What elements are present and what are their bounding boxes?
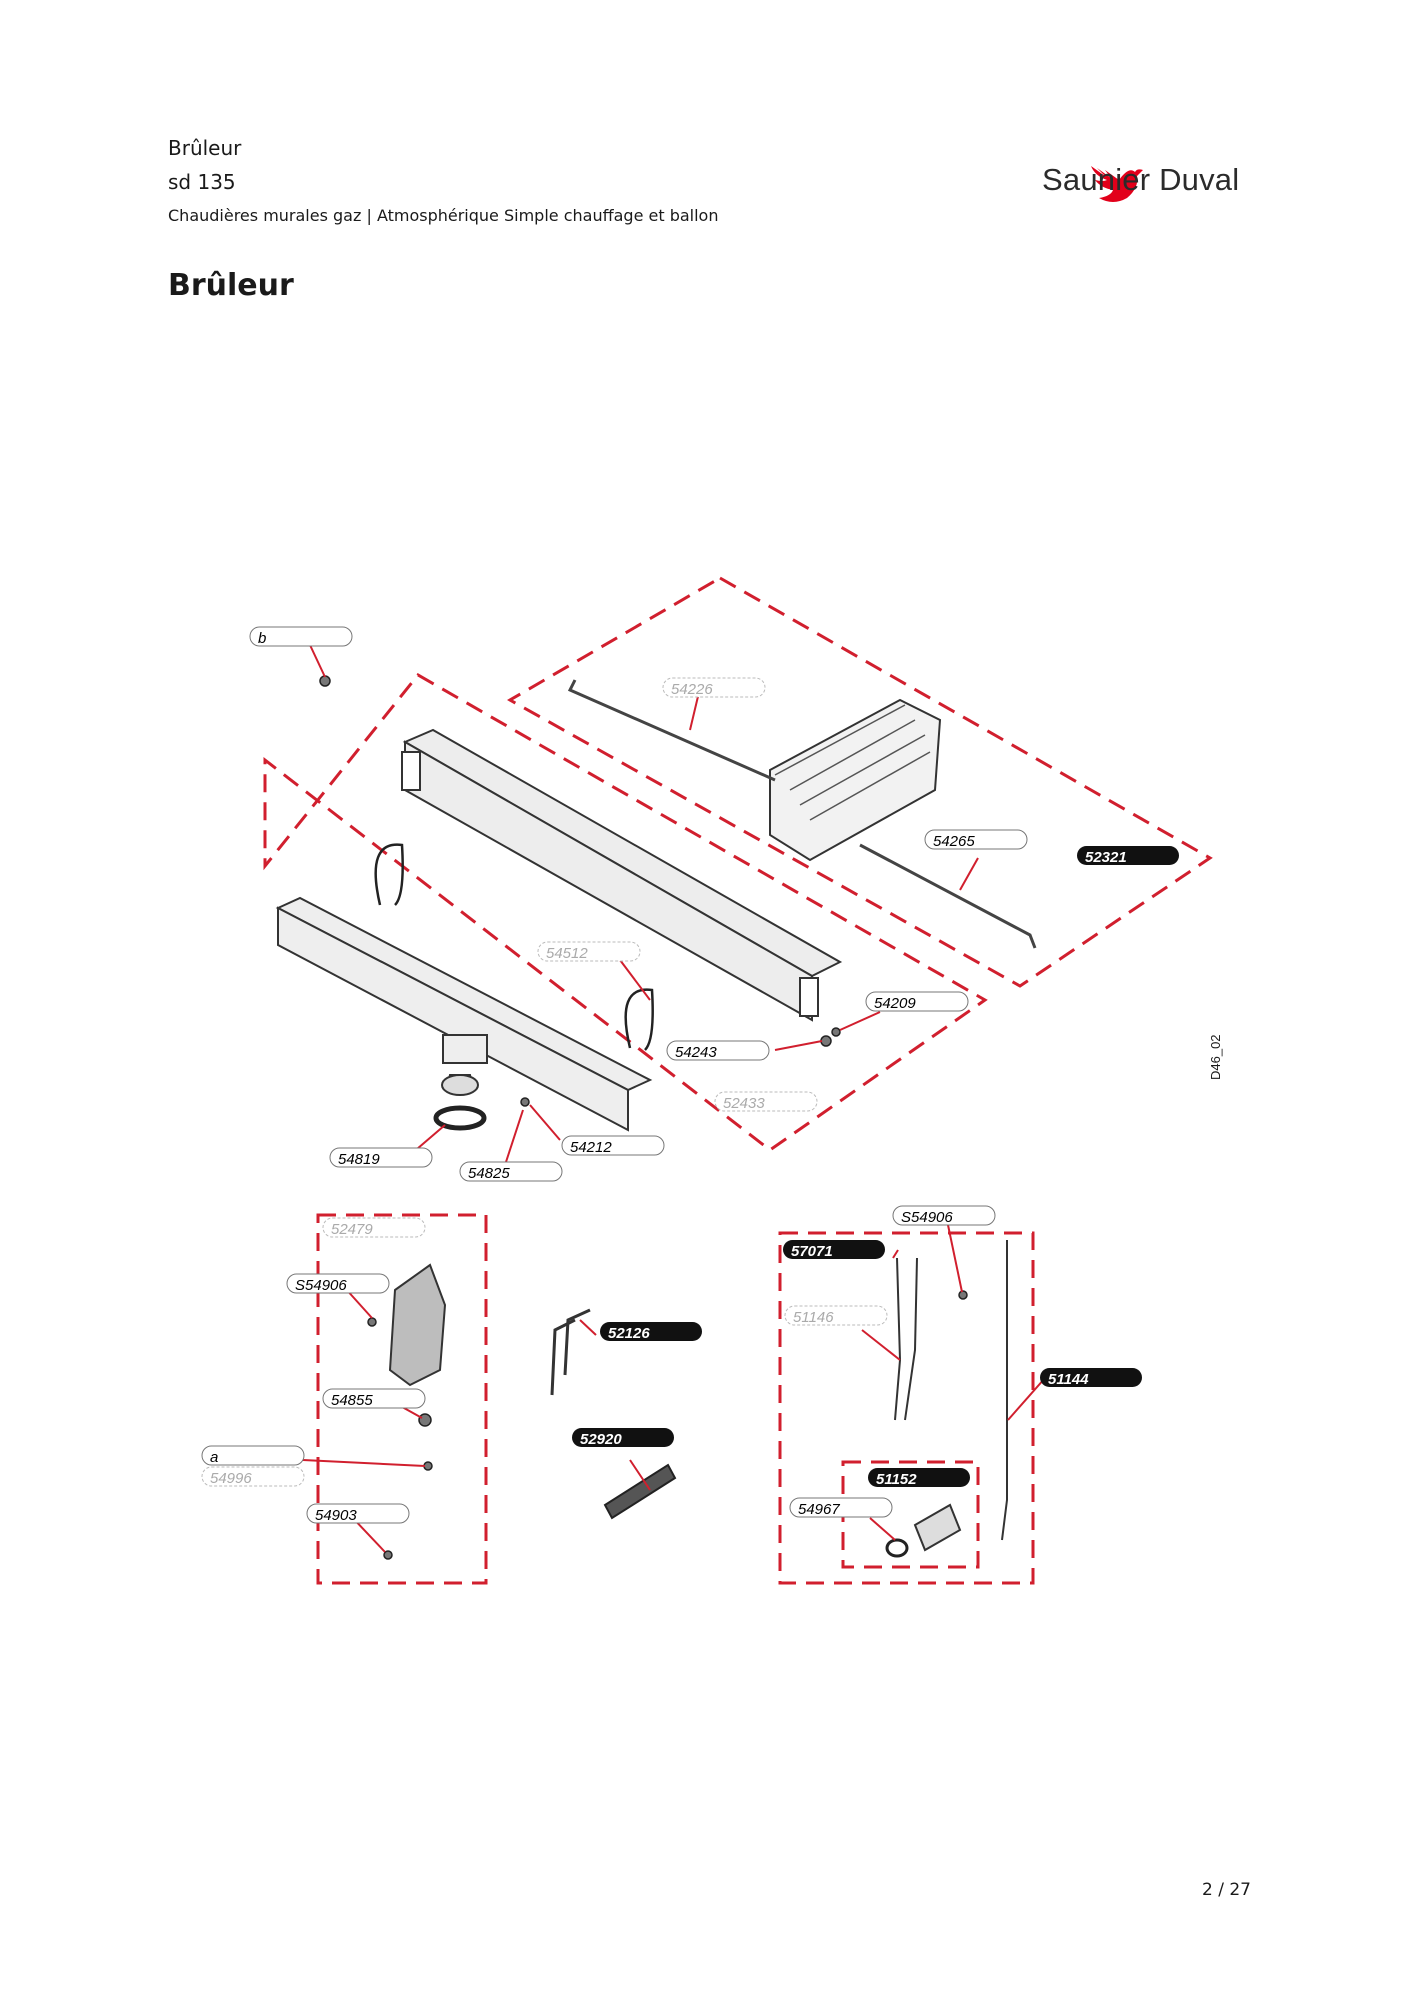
callout-b: b [249, 626, 353, 647]
gas-valve-icon [388, 1263, 447, 1387]
callout-54212: 54212 [561, 1135, 665, 1156]
screw-54903-icon [383, 1550, 393, 1560]
screw-54243-icon [820, 1035, 832, 1047]
red-bird-logo-icon [1091, 166, 1143, 202]
o-ring-icon [885, 1538, 909, 1558]
screw-54209-icon [831, 1027, 841, 1037]
callout-54825: 54825 [459, 1161, 563, 1182]
callout-52479: 52479 [322, 1217, 426, 1238]
cable-57071-icon [894, 1257, 918, 1421]
callout-51144: 51144 [1040, 1368, 1142, 1388]
svg-text:52126: 52126 [608, 1325, 650, 1342]
svg-text:54243: 54243 [675, 1044, 717, 1061]
svg-text:51144: 51144 [1048, 1371, 1089, 1388]
svg-text:54265: 54265 [933, 833, 975, 850]
callout-54226: 54226 [662, 677, 766, 698]
svg-text:51152: 51152 [876, 1471, 917, 1488]
callout-a: a [201, 1445, 305, 1466]
callout-51146: 51146 [784, 1305, 888, 1326]
rod-54226-icon [567, 679, 776, 782]
heat-exchanger-icon [769, 698, 942, 862]
svg-text:54512: 54512 [546, 945, 588, 962]
pilot-injector-icon [913, 1503, 962, 1552]
page-number: 2 / 27 [1202, 1880, 1251, 1900]
svg-text:52920: 52920 [580, 1431, 622, 1448]
callout-s54906-right: S54906 [892, 1205, 996, 1226]
callout-52126: 52126 [600, 1322, 702, 1342]
screw-s54906b-icon [958, 1290, 968, 1300]
svg-text:52479: 52479 [331, 1221, 373, 1238]
callout-54819: 54819 [329, 1147, 433, 1168]
svg-text:54209: 54209 [874, 995, 916, 1012]
callout-54265: 54265 [924, 829, 1028, 850]
callout-51152: 51152 [868, 1468, 970, 1488]
callout-52920: 52920 [572, 1428, 674, 1448]
svg-text:51146: 51146 [793, 1309, 834, 1326]
header-model: sd 135 [168, 170, 236, 194]
callout-52321: 52321 [1077, 846, 1179, 866]
svg-text:54903: 54903 [315, 1507, 357, 1524]
svg-text:54819: 54819 [338, 1151, 380, 1168]
svg-text:S54906: S54906 [295, 1277, 347, 1294]
svg-text:b: b [258, 630, 266, 647]
svg-text:52321: 52321 [1085, 849, 1127, 866]
brand-name: Saunier Duval [1042, 162, 1240, 197]
callout-54903: 54903 [306, 1503, 410, 1524]
thermocouple-group-outline [778, 1231, 1035, 1585]
screw-s54906a-icon [367, 1317, 377, 1327]
svg-text:a: a [210, 1449, 218, 1466]
svg-text:54226: 54226 [671, 681, 713, 698]
gas-valve-group-outline [316, 1213, 488, 1585]
callout-57071: 57071 [783, 1240, 885, 1260]
callout-54512: 54512 [537, 941, 641, 962]
clip-left-icon [374, 843, 404, 906]
svg-text:54855: 54855 [331, 1392, 373, 1409]
burner-bar-icon [401, 728, 843, 1022]
pilot-burner-icon [550, 1308, 591, 1396]
thermocouple-51144-icon [1001, 1240, 1008, 1541]
header-title: Brûleur [168, 136, 242, 160]
screw-54825-icon [520, 1097, 530, 1107]
callout-54243: 54243 [666, 1040, 770, 1061]
svg-text:54212: 54212 [570, 1139, 612, 1156]
clip-54512-icon [624, 988, 654, 1051]
seal-ring-icon [433, 1105, 487, 1131]
callout-54996: 54996 [201, 1466, 305, 1487]
svg-text:52433: 52433 [723, 1095, 765, 1112]
ignition-electrode-icon [603, 1463, 677, 1520]
rod-54265-icon [859, 843, 1037, 949]
header-category: Chaudières murales gaz | Atmosphérique S… [168, 206, 719, 225]
screw-a-icon [423, 1461, 433, 1471]
svg-text:54825: 54825 [468, 1165, 510, 1182]
callout-54967: 54967 [789, 1497, 893, 1518]
svg-text:54967: 54967 [798, 1501, 840, 1518]
nut-54855-icon [418, 1413, 432, 1427]
burner-group-outline [263, 673, 988, 1152]
svg-text:54996: 54996 [210, 1470, 252, 1487]
callout-52433: 52433 [714, 1091, 818, 1112]
heat-exchanger-group-outline [506, 576, 1213, 988]
screw-b-icon [319, 675, 331, 687]
manifold-tube-icon [275, 896, 653, 1132]
page-title: Brûleur [168, 268, 294, 303]
callout-54855: 54855 [322, 1388, 426, 1409]
svg-text:57071: 57071 [791, 1243, 833, 1260]
callout-54209: 54209 [865, 991, 969, 1012]
callout-s54906-left: S54906 [286, 1273, 390, 1294]
svg-text:S54906: S54906 [901, 1209, 953, 1226]
